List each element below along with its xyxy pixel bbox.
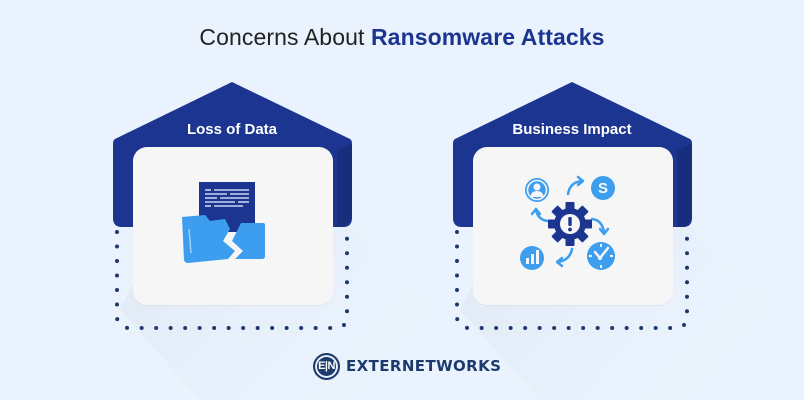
page-title: Concerns About Ransomware Attacks xyxy=(0,24,804,51)
logo-mark-icon: E|N xyxy=(313,352,340,380)
concern-card-business-impact: S xyxy=(473,147,673,305)
svg-text:S: S xyxy=(598,180,608,197)
brand-logo: E|N EXTERNETWORKS xyxy=(313,352,501,380)
concern-label-loss-of-data: Loss of Data xyxy=(186,121,277,138)
title-prefix: Concerns About xyxy=(199,24,371,50)
concern-card-loss-of-data xyxy=(133,147,333,305)
dollar-icon: S xyxy=(591,176,615,200)
concern-label-business-impact: Business Impact xyxy=(512,121,632,138)
broken-folder-document-icon xyxy=(182,182,265,263)
cycle-arrows xyxy=(530,175,610,268)
gear-alert-cycle-icon: S xyxy=(520,175,615,270)
bar-chart-icon xyxy=(520,246,544,270)
user-icon xyxy=(525,178,549,202)
title-accent: Ransomware Attacks xyxy=(370,24,605,50)
clock-icon xyxy=(587,242,615,270)
gear-icon xyxy=(548,202,592,246)
logo-text: EXTERNETWORKS xyxy=(346,357,502,375)
